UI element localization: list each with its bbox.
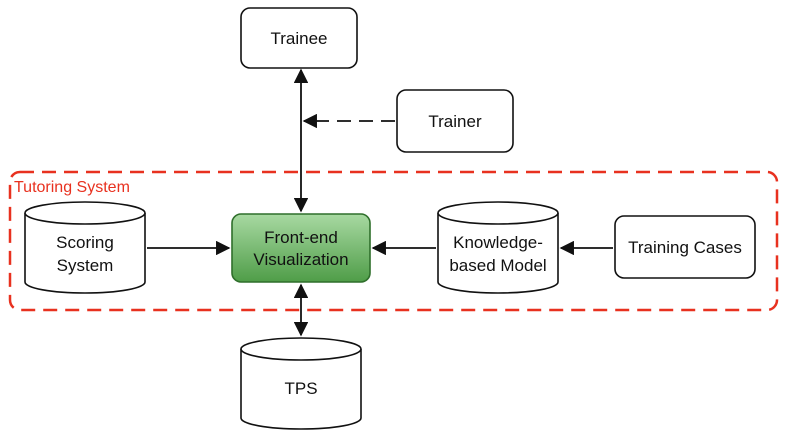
trainer-node: Trainer <box>396 89 514 153</box>
trainer-label: Trainer <box>428 112 482 131</box>
tps-label: TPS <box>284 379 317 398</box>
training-cases-node: Training Cases <box>614 215 756 279</box>
frontend-label-line1: Front-end <box>264 228 338 247</box>
knowledge-label-line2: based Model <box>449 256 546 275</box>
tutoring-system-boundary <box>8 170 779 312</box>
frontend-label-line2: Visualization <box>253 250 348 269</box>
trainee-label: Trainee <box>270 29 327 48</box>
tps-node: TPS <box>240 337 362 430</box>
scoring-system-label-line1: Scoring <box>56 233 114 252</box>
scoring-system-node: Scoring System <box>24 201 146 294</box>
tutoring-system-label: Tutoring System <box>14 179 130 196</box>
trainee-node: Trainee <box>240 7 358 69</box>
knowledge-label-line1: Knowledge- <box>453 233 543 252</box>
knowledge-based-model-node: Knowledge- based Model <box>437 201 559 294</box>
training-cases-label: Training Cases <box>628 238 742 257</box>
scoring-system-label-line2: System <box>57 256 114 275</box>
frontend-visualization-node: Front-end Visualization <box>231 213 371 283</box>
